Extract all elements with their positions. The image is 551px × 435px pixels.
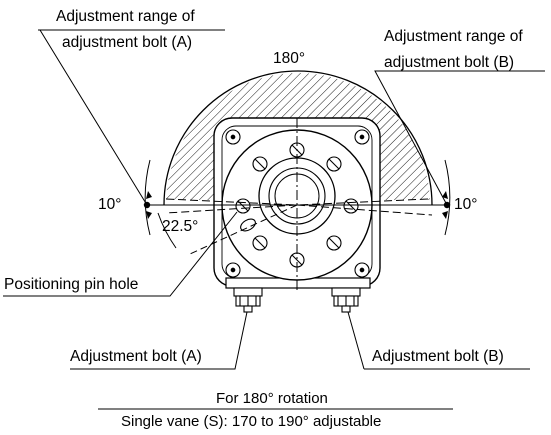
bolt-holes: [225, 129, 370, 278]
range-b-label-line2: adjustment bolt (B): [384, 54, 515, 71]
angle-arcs: [144, 159, 451, 249]
bolt-b-label: Adjustment bolt (B): [372, 348, 504, 365]
angle-left-label: 10°: [98, 196, 122, 213]
adjustment-bolt-b: [331, 287, 361, 313]
positioning-pin-hole: [240, 218, 256, 232]
range-a-label-line1: Adjustment range of: [56, 8, 195, 25]
arrowheads: [146, 191, 448, 219]
bolt-a-label: Adjustment bolt (A): [70, 348, 202, 365]
adjustment-range-sector-outline: [163, 70, 433, 206]
range-a-label-line2: adjustment bolt (A): [62, 34, 193, 51]
centre-lines: [146, 118, 448, 290]
leader-lines: [3, 29, 545, 370]
footer-title: For 180° rotation: [216, 390, 328, 407]
angle-pin-label: 22.5°: [162, 218, 199, 235]
range-b-label-line1: Adjustment range of: [384, 28, 523, 45]
pin-hole-label: Positioning pin hole: [4, 276, 139, 293]
angle-top-label: 180°: [273, 50, 306, 67]
adjustment-bolt-a: [233, 287, 263, 313]
angle-right-label: 10°: [454, 196, 478, 213]
footer-spec: Single vane (S): 170 to 190° adjustable: [121, 413, 382, 430]
